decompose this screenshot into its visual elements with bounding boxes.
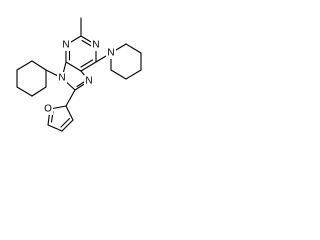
bond-cy-4 [16,86,33,97]
bond-cy-1 [31,60,47,71]
bond-cy-5 [31,86,47,97]
atom-n7-label: N [85,76,92,87]
bond-fu-2 [61,119,74,132]
atom-labels: N N N N N O [43,39,116,115]
atom-n9-label: N [58,73,65,84]
bond-c8-furan [65,89,76,107]
bond-fu-2-double [60,117,71,128]
bond-fu-1 [65,105,74,121]
bond-pip-4 [125,69,142,80]
furan-ring [47,105,74,132]
atom-furan-o-label: O [44,104,52,115]
atom-n1-label: N [92,40,99,51]
bond-pip-5 [110,69,127,80]
atom-piperidine-n-label: N [107,48,114,59]
atom-n3-label: N [62,40,69,51]
cyclohexyl-ring [16,60,47,97]
bond-pip-2 [125,43,142,54]
bond-fu-3 [47,124,63,132]
bond-c5-c4 [65,61,82,72]
bond-c6-c5 [80,61,97,72]
bond-cy-2 [16,60,33,71]
bond-c6-c5-double [80,59,94,68]
chemical-structure: N N N N N O [16,17,142,132]
